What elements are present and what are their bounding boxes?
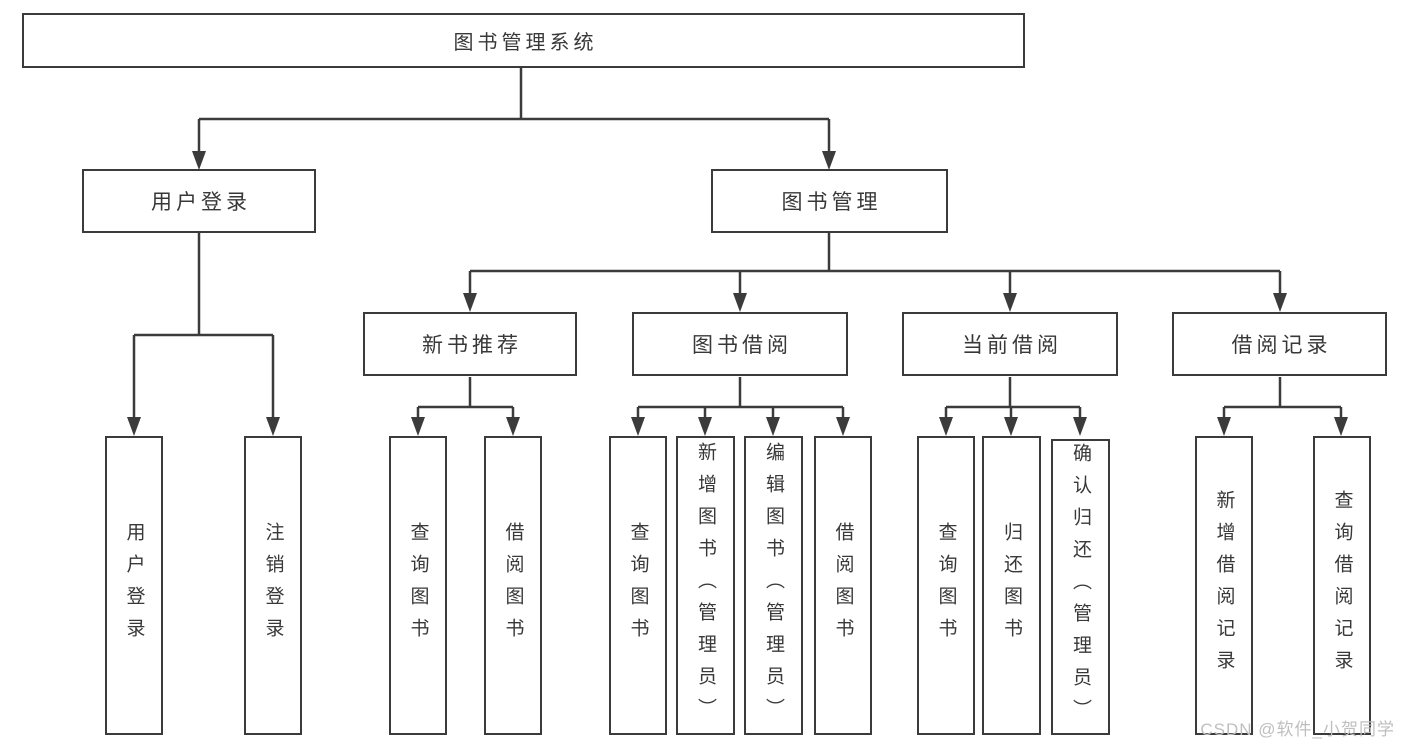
leaf-query-books-1: 查询图书 (389, 436, 447, 735)
leaf-add-book-admin: 新增图书（管理员） (676, 436, 735, 735)
node-book-management: 图书管理 (711, 169, 948, 233)
leaf-add-borrow-record: 新增借阅记录 (1195, 436, 1253, 735)
node-current-borrow: 当前借阅 (902, 312, 1118, 376)
node-book-borrow: 图书借阅 (632, 312, 848, 376)
leaf-borrow-books-2: 借阅图书 (814, 436, 872, 735)
leaf-edit-book-admin: 编辑图书（管理员） (744, 436, 803, 735)
leaf-borrow-books-1: 借阅图书 (484, 436, 542, 735)
leaf-user-login: 用户登录 (105, 436, 163, 735)
leaf-query-books-2: 查询图书 (609, 436, 667, 735)
leaf-query-books-3: 查询图书 (917, 436, 975, 735)
arrowheads (127, 151, 1348, 436)
leaf-logout: 注销登录 (244, 436, 302, 735)
node-root: 图书管理系统 (22, 13, 1025, 68)
leaf-query-borrow-record: 查询借阅记录 (1313, 436, 1371, 735)
node-user-login: 用户登录 (82, 169, 316, 233)
csdn-watermark: CSDN @软件_小贺同学 (1200, 720, 1395, 739)
leaf-return-book: 归还图书 (982, 436, 1041, 735)
node-new-book-recommend: 新书推荐 (363, 312, 577, 376)
leaf-confirm-return-admin: 确认归还（管理员） (1051, 439, 1110, 735)
node-borrow-records: 借阅记录 (1172, 312, 1387, 376)
